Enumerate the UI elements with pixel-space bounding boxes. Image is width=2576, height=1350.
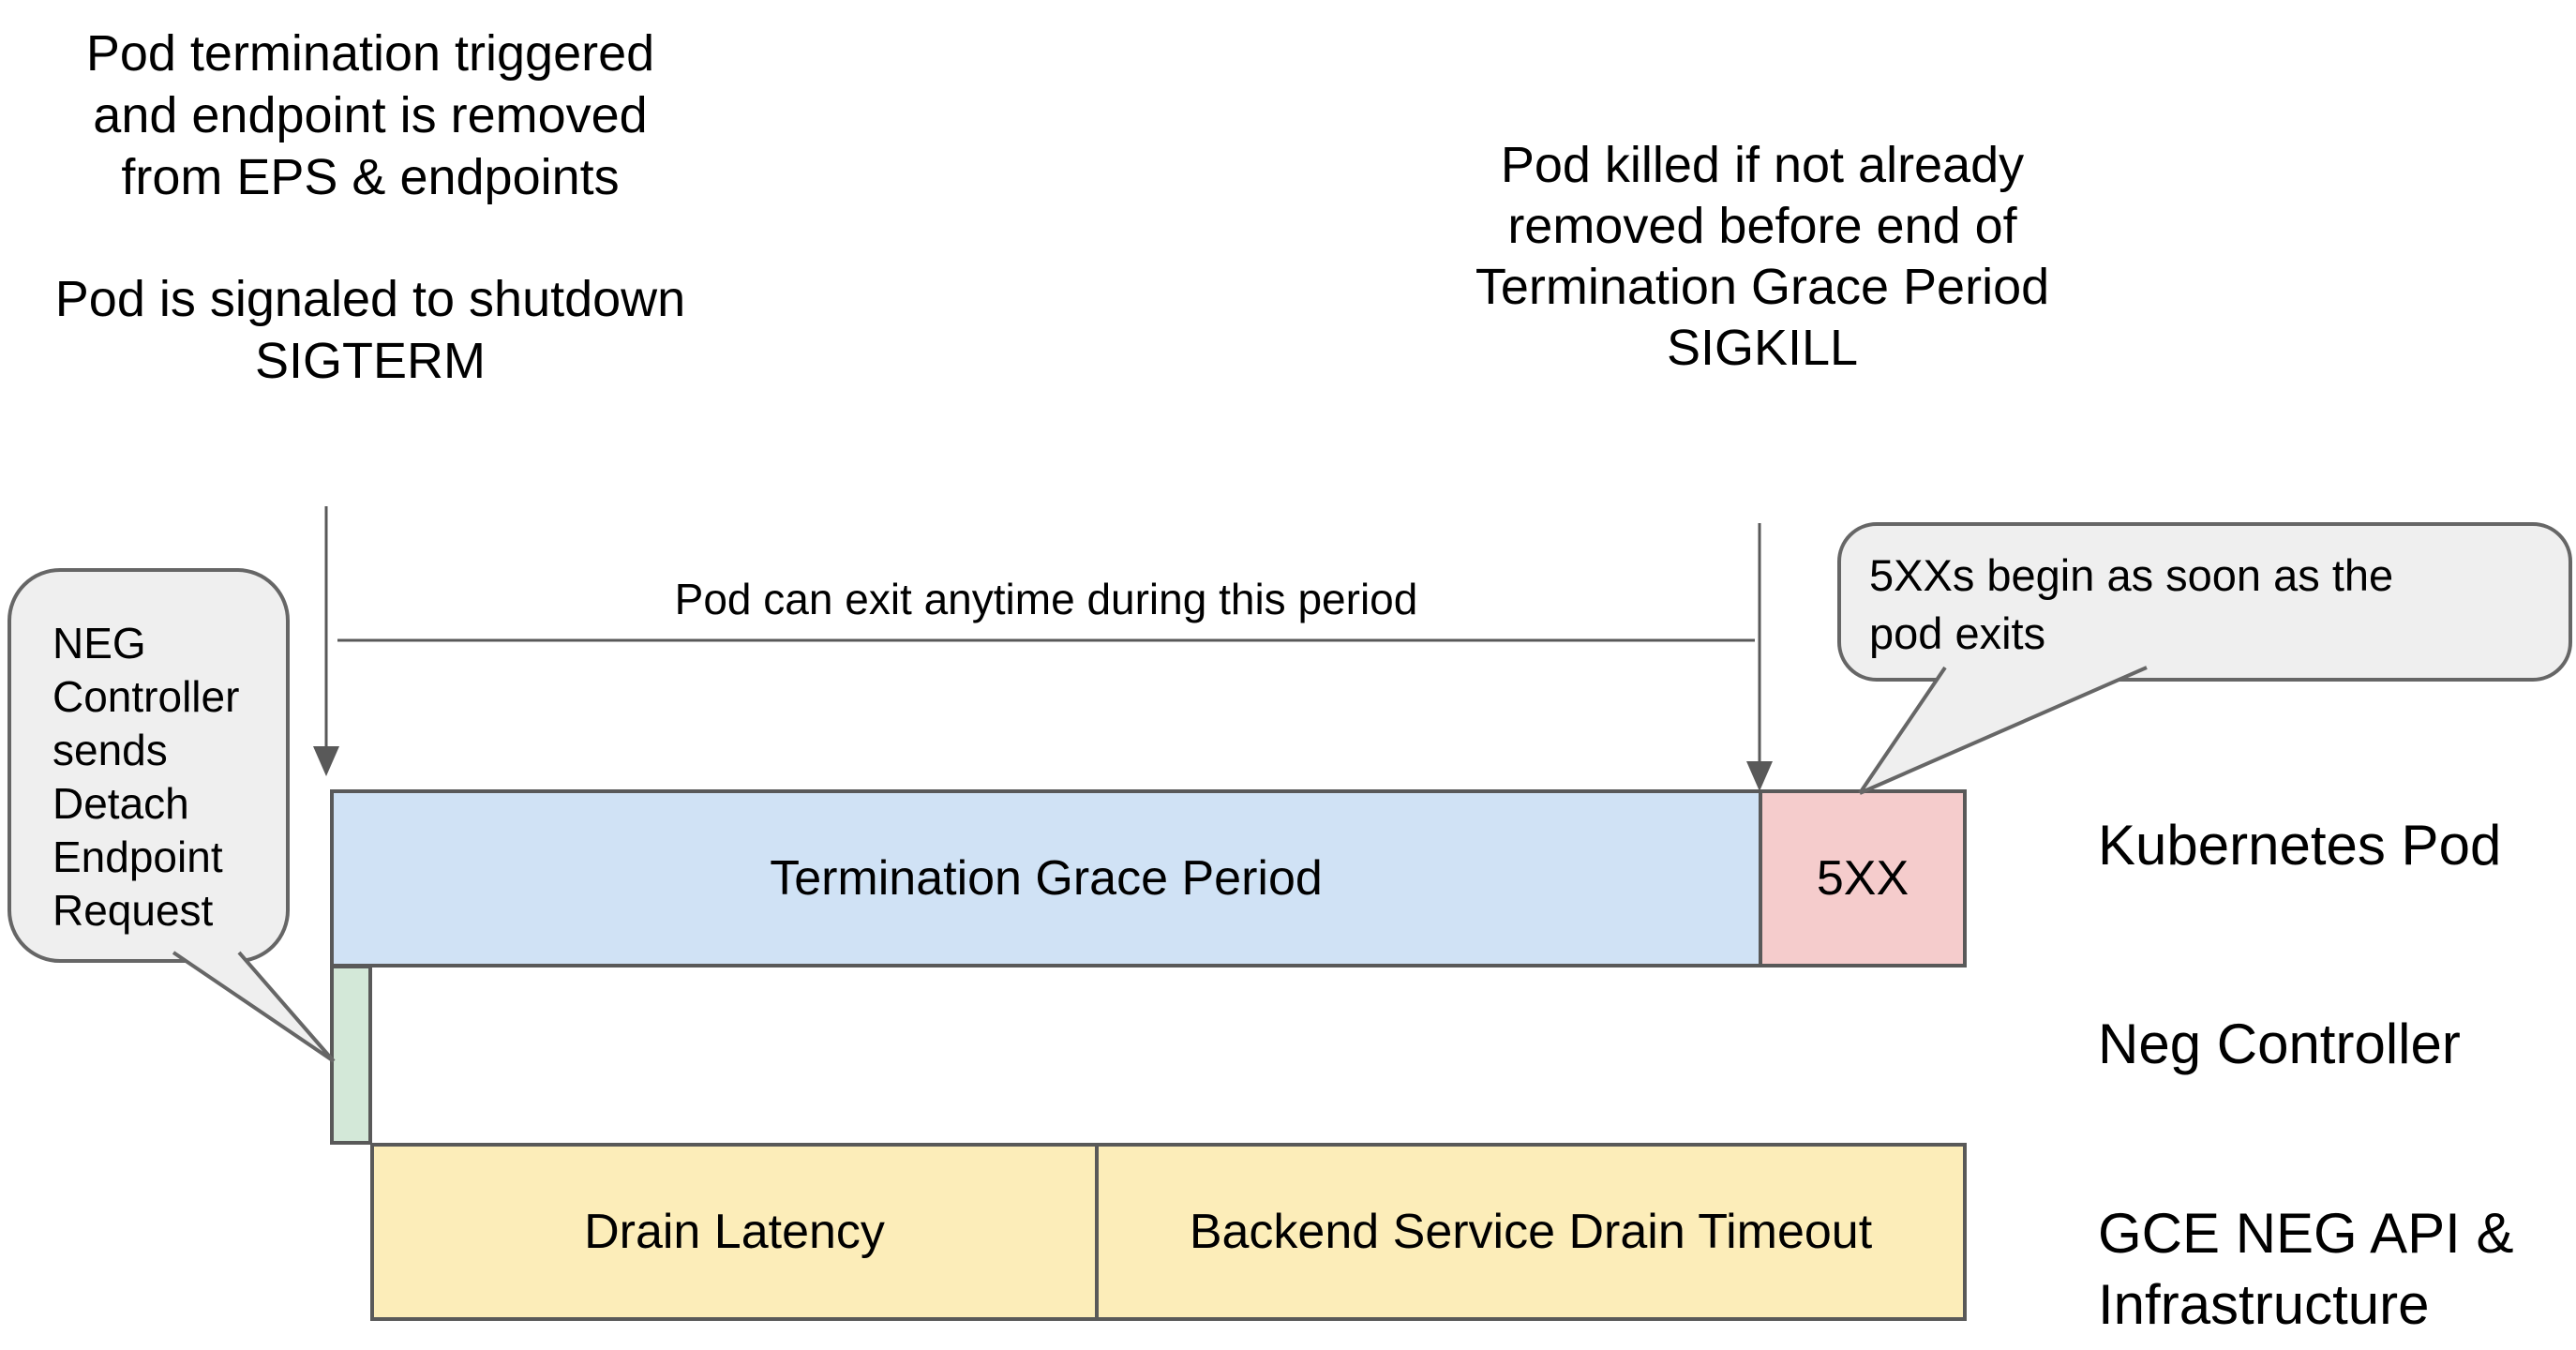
callout-line: Controller [52,672,240,721]
termination-grace-period-label: Termination Grace Period [770,851,1323,906]
callout-line: Endpoint [52,832,223,881]
annotation-line: Pod termination triggered [85,25,655,82]
row-label-neg-controller: Neg Controller [2098,1012,2461,1075]
neg-controller-callout-bubble: NEG Controller sends Detach Endpoint Req… [7,568,290,963]
annotation-line: Termination Grace Period [1475,259,2050,315]
row-label-line: Infrastructure [2098,1273,2430,1336]
annotation-pod-signaled: Pod is signaled to shutdown SIGTERM [19,268,722,392]
neg-controller-detach-segment [330,965,372,1145]
annotation-line: Pod killed if not already [1500,137,2025,193]
row-label-kubernetes-pod: Kubernetes Pod [2098,814,2502,877]
annotation-pod-exit-note: Pod can exit anytime during this period [674,575,1418,623]
callout-line: NEG [52,619,146,668]
annotation-line: removed before end of [1507,198,2017,254]
drain-latency-label: Drain Latency [584,1205,885,1259]
callout-line: sends [52,726,168,774]
annotation-line: and endpoint is removed [93,87,648,143]
annotation-line: from EPS & endpoints [121,149,620,205]
drain-latency-segment: Drain Latency [374,1147,1099,1317]
backend-drain-timeout-label: Backend Service Drain Timeout [1189,1205,1873,1259]
five-xx-label: 5XX [1816,851,1910,906]
callout-line: Detach [52,779,189,828]
termination-grace-period-segment: Termination Grace Period [334,793,1762,964]
annotation-pod-termination: Pod termination triggered and endpoint i… [19,22,722,208]
five-xx-bubble-tail [1860,666,2147,793]
gce-neg-bar: Drain Latency Backend Service Drain Time… [370,1143,1967,1321]
sigterm-arrowhead-icon [313,746,339,776]
callout-line: Request [52,886,214,935]
row-label-gce-neg-api: GCE NEG API & Infrastructure [2098,1198,2513,1341]
five-xx-segment: 5XX [1762,793,1963,964]
annotation-line: Pod is signaled to shutdown [54,271,686,327]
sigkill-arrowhead-icon [1746,761,1773,791]
neg-controller-bubble-tail-outline [172,951,336,1063]
five-xx-callout-bubble: 5XXs begin as soon as the pod exits [1837,522,2572,682]
five-xx-bubble-tail-outline [1858,666,2148,795]
kubernetes-pod-bar: Termination Grace Period 5XX [330,789,1967,968]
annotation-pod-killed: Pod killed if not already removed before… [1387,135,2137,379]
callout-line: 5XXs begin as soon as the [1869,550,2394,600]
backend-drain-timeout-segment: Backend Service Drain Timeout [1099,1147,1963,1317]
annotation-line: SIGKILL [1666,320,1859,376]
annotation-line: SIGTERM [254,333,486,389]
neg-controller-bubble-tail [173,951,334,1061]
callout-line: pod exits [1869,608,2046,658]
row-label-line: GCE NEG API & [2098,1202,2514,1265]
